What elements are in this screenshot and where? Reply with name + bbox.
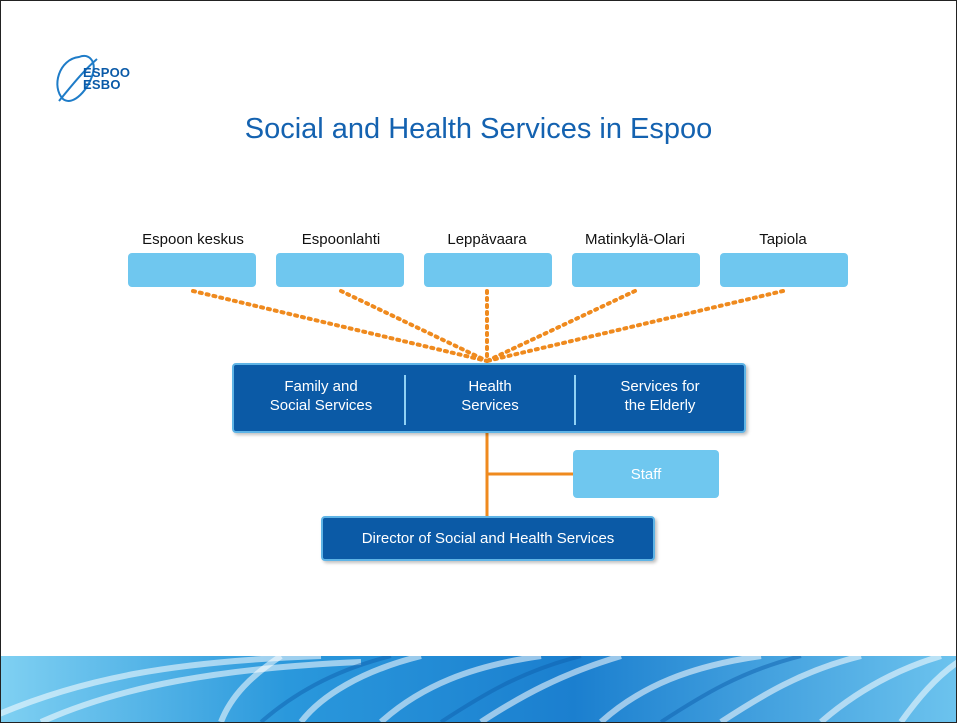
services-box: Family and Social Services Health Servic… bbox=[232, 363, 746, 433]
director-box: Director of Social and Health Services bbox=[321, 516, 655, 561]
staff-box: Staff bbox=[573, 450, 719, 498]
connector-tapiola bbox=[485, 289, 785, 363]
logo-text-fi: ESPOO bbox=[83, 65, 131, 80]
region-box-matinkyla-olari bbox=[572, 253, 700, 287]
connector-espoon-keskus bbox=[191, 289, 489, 363]
logo-text-sv: ESBO bbox=[83, 77, 121, 92]
region-label-espoon-keskus: Espoon keskus bbox=[142, 231, 244, 248]
service-elderly-line1: Services for bbox=[620, 378, 700, 395]
region-box-espoon-keskus bbox=[128, 253, 256, 287]
connector-matinkyla-olari bbox=[485, 289, 637, 363]
logo-text: ESPOO ESBO bbox=[83, 65, 131, 92]
region-box-leppavaara bbox=[424, 253, 552, 287]
divider bbox=[404, 375, 406, 425]
service-health-line2: Services bbox=[461, 397, 519, 414]
service-family-social-line1: Family and bbox=[284, 378, 358, 395]
region-label-tapiola: Tapiola bbox=[759, 231, 807, 248]
service-family-social-line2: Social Services bbox=[269, 397, 373, 414]
region-label-espoonlahti: Espoonlahti bbox=[301, 231, 381, 248]
page-title: Social and Health Services in Espoo bbox=[244, 113, 713, 145]
service-health-line1: Health bbox=[468, 378, 512, 395]
service-elderly-line2: the Elderly bbox=[624, 397, 696, 414]
divider bbox=[574, 375, 576, 425]
espoo-logo-icon bbox=[56, 55, 98, 102]
footer-wave-decoration bbox=[1, 656, 956, 722]
service-elderly: Services for the Elderly bbox=[575, 377, 745, 415]
region-label-leppavaara: Leppävaara bbox=[447, 231, 527, 248]
service-family-social: Family and Social Services bbox=[236, 377, 406, 415]
region-box-espoonlahti bbox=[276, 253, 404, 287]
service-health: Health Services bbox=[405, 377, 575, 415]
connector-espoonlahti bbox=[339, 289, 489, 363]
region-box-tapiola bbox=[720, 253, 848, 287]
region-label-matinkyla-olari: Matinkylä-Olari bbox=[584, 231, 686, 248]
